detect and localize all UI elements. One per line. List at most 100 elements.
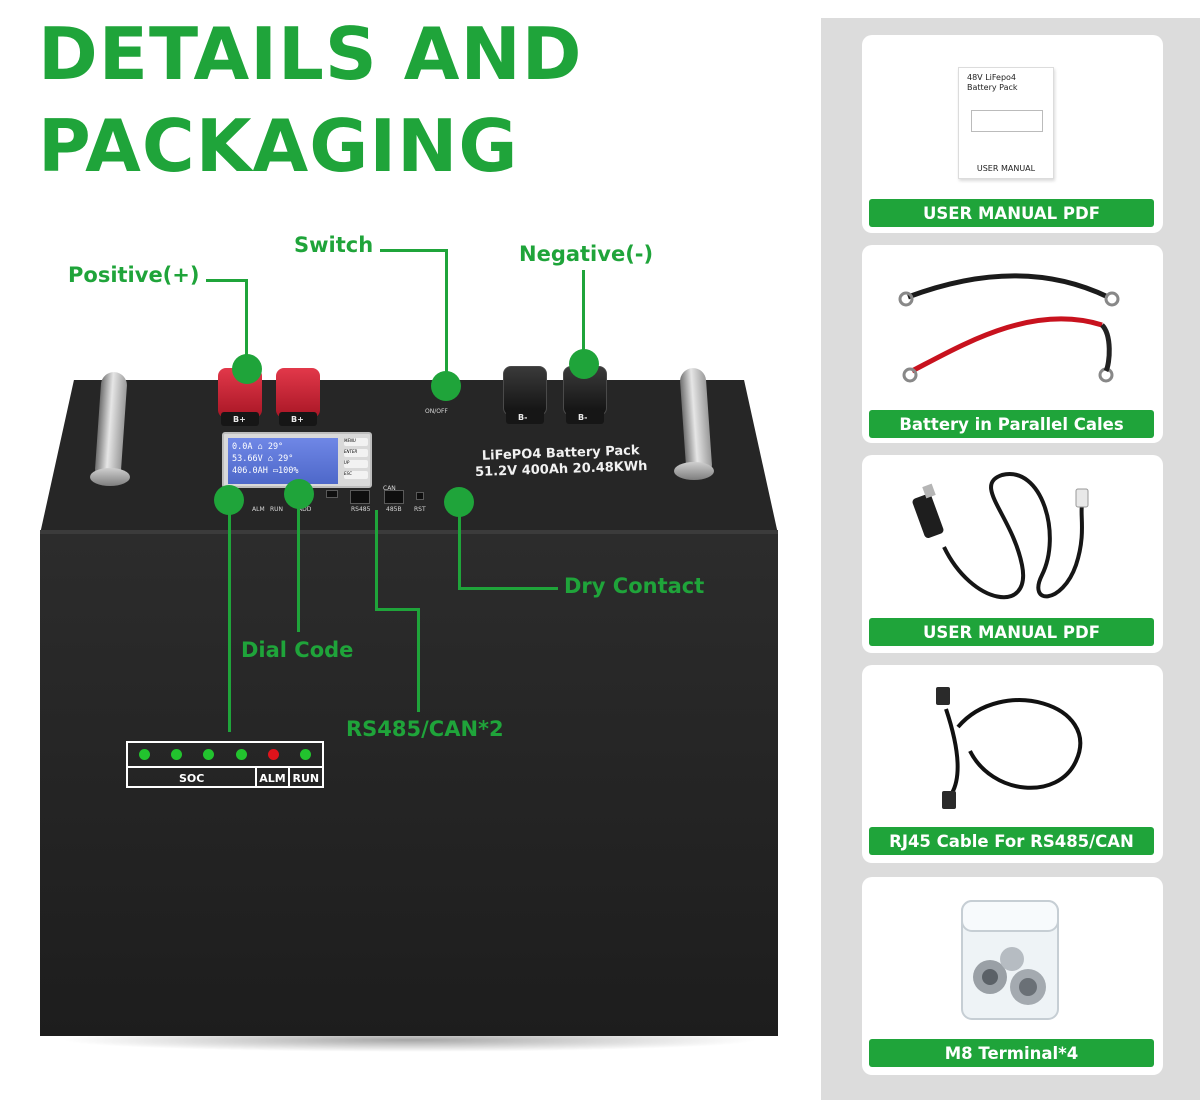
- led-cell-soc-2: [160, 743, 192, 766]
- rst-label: RST: [414, 506, 426, 513]
- can-port-label: CAN: [383, 485, 396, 492]
- led-cell-soc-4: [225, 743, 257, 766]
- led-cell-alm: [257, 743, 289, 766]
- switch-marker-dot: [431, 371, 461, 401]
- rj45-plug-bottom: [942, 791, 956, 809]
- callout-switch: Switch: [294, 233, 374, 257]
- led-status-panel: SOC ALM RUN: [126, 741, 324, 788]
- lcd-line-1: 0.0A ⌂ 29°: [232, 442, 284, 452]
- lcd-line-3: 406.0AH ▭100%: [232, 466, 299, 476]
- positive-leader-v: [245, 279, 248, 369]
- switch-label: ON/OFF: [425, 408, 448, 415]
- usb-port: [326, 490, 338, 498]
- rs485-port-label: RS485: [351, 506, 371, 513]
- m8-terminal-box-image: [961, 900, 1059, 1020]
- run-led: [300, 749, 312, 760]
- negative-terminal-1: [503, 366, 547, 416]
- package-label-m8-terminal: M8 Terminal*4: [869, 1039, 1154, 1067]
- package-card-parallel-cables: Battery in Parallel Cales: [862, 245, 1163, 443]
- positive-terminal-2-label: B+: [291, 415, 304, 424]
- soc-led-1: [138, 749, 150, 760]
- positive-terminal-1-base: [221, 412, 259, 426]
- package-label-user-manual: USER MANUAL PDF: [869, 199, 1154, 227]
- positive-leader-h: [206, 279, 248, 282]
- negative-terminal-1-label: B-: [518, 413, 528, 422]
- switch-leader-v: [445, 249, 448, 385]
- rs485b-port-label: 485B: [386, 506, 402, 513]
- negative-marker-dot: [569, 349, 599, 379]
- black-cable: [907, 273, 1110, 300]
- can-port: [384, 490, 404, 504]
- m8-washer-2: [1000, 947, 1024, 971]
- lcd-display: 0.0A ⌂ 29° 53.66V ⌂ 29° 406.0AH ▭100% ME…: [222, 432, 372, 488]
- black-cable-lug-left: [898, 291, 914, 307]
- lcd-button-esc: ESC: [344, 471, 368, 479]
- title-line-1: DETAILS AND: [38, 12, 583, 96]
- soc-led-2: [170, 749, 182, 760]
- negative-leader-v: [582, 270, 585, 362]
- manual-doc-footer: USER MANUAL: [976, 164, 1036, 173]
- m8-bolt-1-center: [982, 969, 998, 985]
- right-handle-base: [674, 462, 714, 480]
- rs485-leader-v2: [417, 608, 420, 712]
- add-label: ADD: [298, 506, 312, 513]
- usb-plug-tip: [922, 483, 936, 499]
- package-label-parallel-cables: Battery in Parallel Cales: [869, 410, 1154, 438]
- led-leader-v: [228, 500, 231, 732]
- package-card-m8-terminal: M8 Terminal*4: [862, 877, 1163, 1075]
- run-label: RUN: [270, 506, 284, 513]
- rs485-leader-v1: [375, 510, 378, 610]
- dial-code-leader-v: [297, 494, 300, 632]
- red-cable-sleeve: [1099, 323, 1112, 373]
- usb-cable-coil: [942, 472, 1084, 600]
- user-manual-booklet-image: 48V LiFepo4 Battery Pack USER MANUAL: [958, 67, 1054, 179]
- callout-rs485: RS485/CAN*2: [346, 717, 504, 741]
- callout-dry-contact: Dry Contact: [564, 574, 705, 598]
- positive-marker-dot: [232, 354, 262, 384]
- plastic-box-lid: [961, 900, 1059, 932]
- m8-washer-1-center: [1019, 978, 1037, 996]
- usb-cable-image: [912, 472, 1089, 600]
- rst-button: [416, 492, 424, 500]
- package-card-rj45-cable: RJ45 Cable For RS485/CAN: [862, 665, 1163, 863]
- led-cell-soc-3: [193, 743, 225, 766]
- soc-label: SOC: [128, 766, 258, 788]
- black-cable-lug-right: [1104, 291, 1120, 307]
- manual-doc-diagram: [971, 110, 1043, 132]
- rj45-cable-image: [936, 687, 1083, 809]
- title-line-2: PACKAGING: [38, 104, 519, 188]
- usb-plug: [912, 493, 944, 539]
- dry-contact-leader-h: [458, 587, 558, 590]
- left-handle-base: [90, 468, 130, 486]
- package-label-usb-cable: USER MANUAL PDF: [869, 618, 1154, 646]
- rs485-port: [350, 490, 370, 504]
- red-cable: [910, 316, 1103, 374]
- led-cell-run: [290, 743, 322, 766]
- alm-led-label: ALM: [257, 766, 290, 788]
- lcd-button-menu: MENU: [344, 438, 368, 446]
- callout-positive: Positive(+): [68, 263, 200, 287]
- rj45-plug-top: [936, 687, 950, 705]
- callout-dial-code: Dial Code: [241, 638, 354, 662]
- lcd-screen: 0.0A ⌂ 29° 53.66V ⌂ 29° 406.0AH ▭100%: [228, 438, 338, 484]
- lcd-line-2: 53.66V ⌂ 29°: [232, 454, 294, 464]
- lcd-button-enter: ENTER: [344, 449, 368, 457]
- positive-terminal-1-label: B+: [233, 415, 246, 424]
- rj45-cable-loop: [956, 698, 1083, 790]
- soc-led-4: [235, 749, 247, 760]
- lcd-button-up: UP: [344, 460, 368, 468]
- run-led-label: RUN: [289, 766, 322, 788]
- package-label-rj45-cable: RJ45 Cable For RS485/CAN: [869, 827, 1154, 855]
- lcd-buttons: MENU ENTER UP ESC: [344, 438, 368, 484]
- dry-contact-leader-v: [458, 502, 461, 590]
- rs485-leader-h: [375, 608, 420, 611]
- negative-terminal-2-label: B-: [578, 413, 588, 422]
- red-cable-lug-left: [902, 367, 918, 383]
- led-cell-soc-1: [128, 743, 160, 766]
- package-card-user-manual: 48V LiFepo4 Battery Pack USER MANUAL USE…: [862, 35, 1163, 233]
- positive-terminal-2: [276, 368, 320, 418]
- callout-negative: Negative(-): [519, 242, 654, 266]
- parallel-cables-image: [898, 273, 1120, 383]
- manual-doc-title: 48V LiFepo4 Battery Pack: [967, 73, 1018, 92]
- soc-led-3: [203, 749, 215, 760]
